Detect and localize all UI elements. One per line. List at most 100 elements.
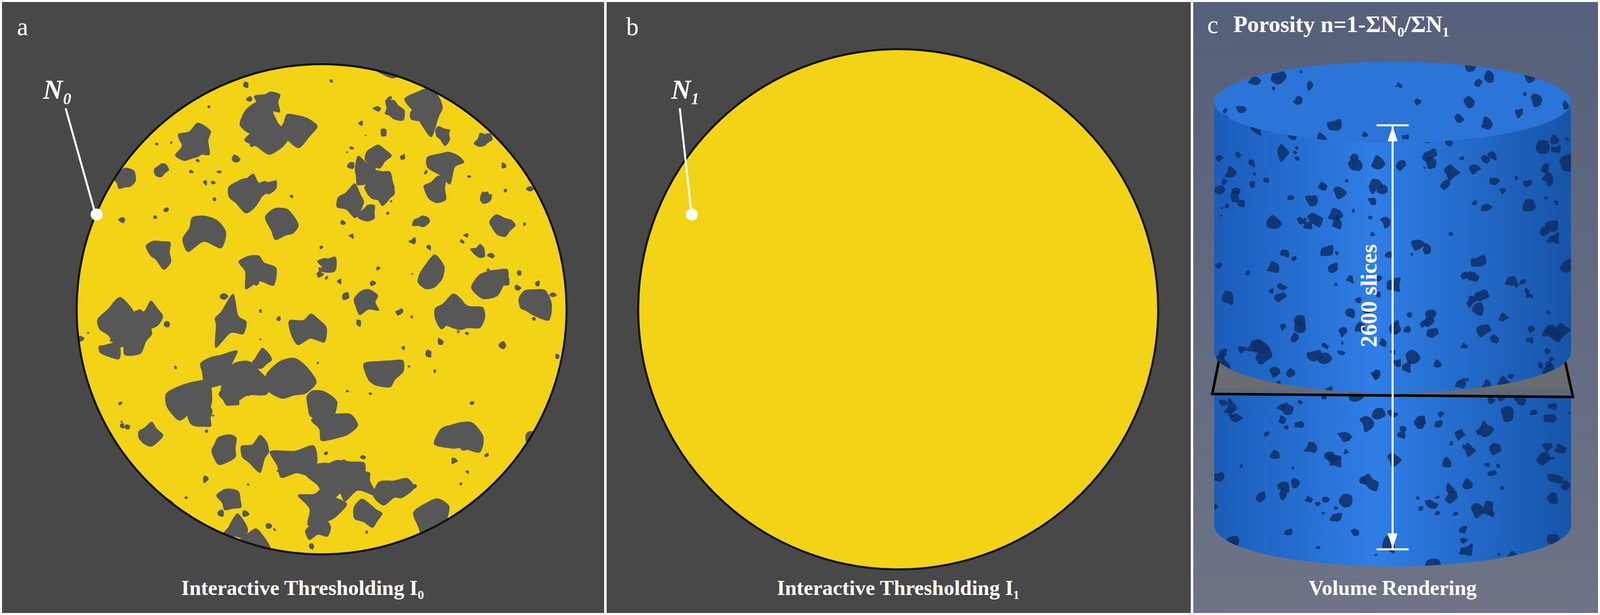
surface-pore [1464, 442, 1477, 457]
panel-caption: Volume Rendering [1308, 576, 1477, 600]
pore [212, 197, 217, 202]
surface-pore [1251, 559, 1256, 564]
cylinder-top [1214, 61, 1571, 143]
pore [514, 284, 522, 291]
pore [451, 457, 458, 464]
panel-a [2, 2, 605, 613]
surface-pore [1327, 207, 1344, 220]
pore [119, 422, 125, 429]
surface-pore [1522, 179, 1533, 187]
pore [218, 234, 224, 238]
surface-pore [1266, 214, 1282, 229]
pore [238, 254, 278, 290]
surface-pore [1489, 442, 1502, 455]
pore [219, 293, 229, 300]
surface-pore [1214, 261, 1222, 269]
pore [372, 106, 382, 112]
surface-pore [1290, 477, 1300, 489]
surface-pore [1548, 356, 1555, 363]
pore [400, 153, 406, 160]
pore [376, 265, 381, 271]
pore [145, 240, 172, 270]
surface-pore [1368, 215, 1373, 219]
surface-pore [1321, 342, 1329, 349]
pore [216, 488, 242, 511]
surface-pore [1337, 350, 1346, 356]
surface-pore [1557, 62, 1573, 79]
pore [165, 379, 213, 421]
pore [395, 308, 404, 316]
surface-pore [1426, 328, 1440, 339]
surface-pore [1279, 323, 1287, 332]
pore [217, 509, 224, 517]
surface-pore [1277, 219, 1281, 224]
surface-pore [1411, 239, 1426, 251]
surface-pore [1320, 244, 1334, 256]
surface-pore [1463, 96, 1475, 109]
pore [404, 88, 443, 138]
surface-pore [1215, 155, 1224, 162]
surface-pore [1527, 73, 1534, 80]
sample-outline [76, 64, 567, 555]
pore [182, 215, 226, 252]
surface-pore [1547, 473, 1564, 484]
surface-pore [1539, 226, 1550, 236]
surface-pore [1424, 499, 1439, 509]
surface-pore [1276, 282, 1288, 291]
surface-pore [1481, 379, 1492, 389]
surface-pore [1219, 348, 1228, 358]
surface-pore [1283, 425, 1289, 430]
surface-pore [1227, 398, 1232, 403]
surface-pore [1474, 289, 1490, 302]
surface-pore [1476, 324, 1492, 338]
surface-pore [1245, 270, 1251, 276]
surface-pore [1278, 414, 1287, 424]
pore [154, 142, 158, 146]
pore [174, 365, 177, 369]
surface-pore [1527, 325, 1535, 333]
surface-pore [1280, 249, 1290, 258]
pore [363, 175, 395, 206]
surface-pore [1530, 93, 1543, 108]
surface-pore [1367, 197, 1377, 205]
surface-pore [1545, 324, 1563, 343]
pore [425, 349, 432, 358]
pore [339, 458, 378, 501]
pore [236, 386, 240, 391]
surface-pore [1559, 154, 1575, 172]
surface-pore [1514, 175, 1519, 181]
pore [356, 319, 362, 327]
surface-pore [1294, 420, 1305, 428]
surface-pore [1543, 414, 1557, 423]
pore [460, 444, 468, 451]
surface-pore [1535, 140, 1550, 155]
pore [411, 273, 414, 275]
pore [319, 245, 324, 250]
surface-pore [1410, 252, 1414, 256]
surface-pore [1270, 379, 1281, 391]
surface-pore [1438, 411, 1445, 418]
pore [249, 142, 254, 147]
surface-pore [1291, 465, 1295, 469]
surface-pore [1459, 525, 1468, 533]
surface-pore [1440, 179, 1451, 190]
surface-pore [1266, 260, 1280, 273]
surface-pore [1489, 334, 1499, 344]
surface-pore [1299, 69, 1303, 74]
surface-pore [1370, 371, 1379, 379]
pore [258, 309, 262, 314]
pore [242, 509, 250, 517]
surface-pore [1471, 200, 1477, 206]
surface-pore [1553, 200, 1559, 206]
pore [273, 527, 277, 531]
surface-pore [1454, 113, 1465, 123]
pore [464, 469, 469, 474]
surface-pore [1424, 558, 1442, 569]
surface-pore [1496, 563, 1503, 569]
surface-pore [1561, 370, 1565, 373]
surface-pore [1297, 400, 1303, 405]
surface-pore [1326, 119, 1343, 131]
pore [163, 321, 170, 328]
pore [417, 253, 445, 290]
surface-pore [1418, 505, 1424, 511]
